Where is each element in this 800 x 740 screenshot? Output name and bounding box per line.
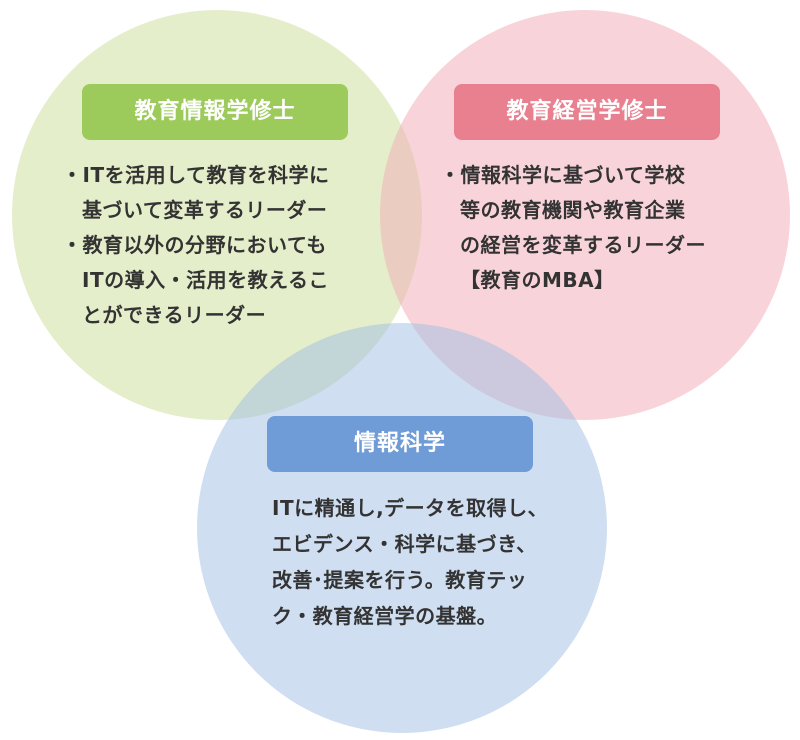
description-line: 【教育のMBA】	[460, 268, 615, 292]
venn-circle-information-science	[197, 323, 607, 733]
description-line: 等の教育機関や教育企業	[460, 198, 686, 222]
education-informatics-description: ・ITを活用して教育を科学に 基づいて変革するリーダー ・教育以外の分野において…	[62, 158, 329, 333]
description-line: ・教育以外の分野においても	[62, 233, 327, 257]
description-line: エビデンス・科学に基づき、	[272, 532, 537, 556]
description-line: ・情報科学に基づいて学校	[440, 163, 686, 187]
description-line: ・ITを活用して教育を科学に	[62, 163, 330, 187]
information-science-title: 情報科学	[267, 416, 533, 472]
description-line: とができるリーダー	[82, 303, 267, 327]
education-management-title: 教育経営学修士	[454, 84, 720, 140]
education-management-description: ・情報科学に基づいて学校 等の教育機関や教育企業 の経営を変革するリーダー 【教…	[440, 158, 706, 298]
description-line: ITに精通し,データを取得し、	[272, 496, 549, 520]
education-informatics-title: 教育情報学修士	[82, 84, 348, 140]
description-line: 基づいて変革するリーダー	[82, 198, 328, 222]
description-line: ク・教育経営学の基盤。	[272, 604, 498, 628]
information-science-description: ITに精通し,データを取得し、 エビデンス・科学に基づき、 改善･提案を行う。教…	[272, 490, 548, 634]
description-line: ITの導入・活用を教えるこ	[82, 268, 329, 292]
description-line: の経営を変革するリーダー	[460, 233, 706, 257]
description-line: 改善･提案を行う。教育テッ	[272, 568, 528, 592]
